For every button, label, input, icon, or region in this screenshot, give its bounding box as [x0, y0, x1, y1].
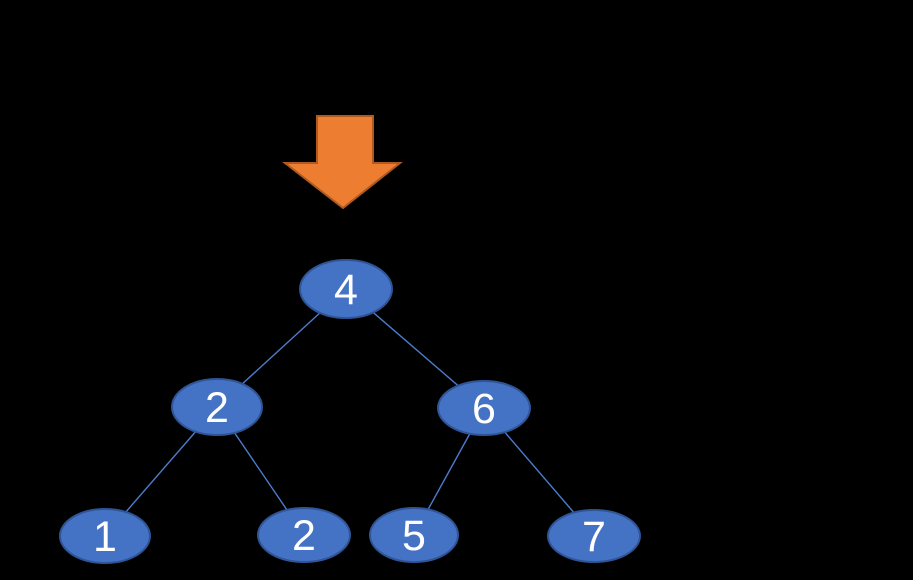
tree-node-leaf3-label: 5 — [402, 512, 426, 560]
down-arrow-icon — [282, 115, 403, 210]
tree-node-left-shape — [171, 378, 263, 436]
tree-node-leaf4-label: 7 — [582, 513, 606, 561]
tree-node-leaf3-shape — [369, 507, 459, 563]
tree-node-leaf2-label: 2 — [292, 512, 316, 560]
tree-node-root-shape — [299, 259, 393, 319]
tree-node-leaf2-shape — [257, 507, 351, 563]
tree-node-leaf4-shape — [547, 509, 641, 563]
tree-node-right-shape — [437, 380, 531, 436]
tree-node-leaf1-shape — [59, 508, 151, 564]
tree-nodes: 4 2 6 1 2 5 7 — [59, 259, 641, 564]
tree-node-leaf1-label: 1 — [93, 513, 117, 561]
tree-node-right-label: 6 — [472, 385, 496, 433]
tree-node-root-label: 4 — [334, 266, 358, 314]
tree-node-left-label: 2 — [205, 384, 229, 432]
